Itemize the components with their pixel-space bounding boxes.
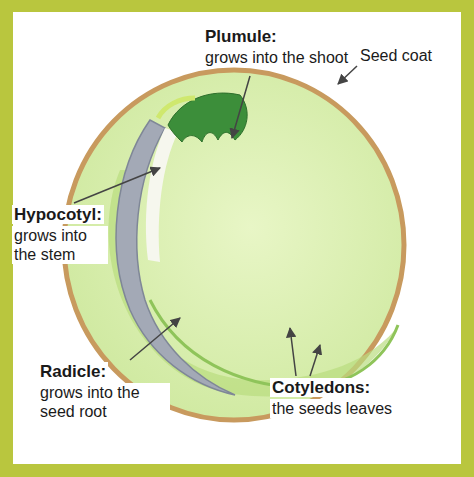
part-name: Seed coat	[358, 46, 434, 65]
part-description: the seeds leaves	[270, 399, 394, 418]
leader-line	[74, 168, 160, 203]
part-name: Cotyledons:	[270, 378, 372, 397]
part-name: Hypocotyl:	[12, 205, 104, 224]
card-ground	[13, 12, 461, 464]
seed-coat	[64, 70, 404, 420]
part-description: grows into the stem	[12, 226, 108, 264]
hypocotyl-shape	[146, 128, 178, 262]
part-name: Plumule:	[203, 27, 279, 46]
leader-line	[310, 345, 320, 376]
plumule-highlight	[158, 98, 195, 118]
part-name: Radicle:	[38, 362, 108, 381]
part-description: grows into the seed root	[38, 383, 170, 421]
leader-line	[338, 66, 357, 84]
radicle-shape	[116, 120, 235, 395]
leader-line	[130, 318, 180, 360]
leader-line	[232, 76, 250, 138]
leader-line	[290, 328, 296, 376]
part-description: grows into the shoot	[203, 48, 350, 67]
